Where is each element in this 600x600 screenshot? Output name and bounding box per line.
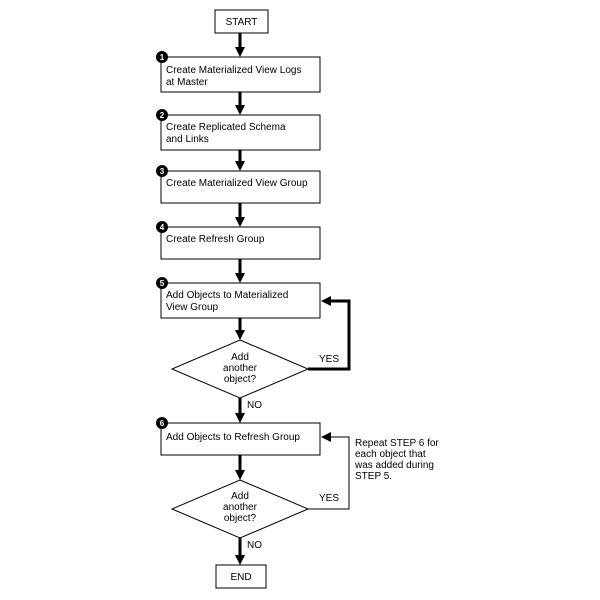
step-number-badge — [156, 165, 168, 177]
decision-2-line-1: Add — [231, 491, 249, 502]
step-number-badge — [156, 417, 168, 429]
step-number: 4 — [160, 223, 165, 232]
step-5-box: 5 Add Objects to Materialized View Group — [156, 277, 321, 319]
step-2-line-2: and Links — [166, 134, 209, 145]
decision-2-line-2: another — [223, 502, 258, 513]
step-6-line-1: Add Objects to Refresh Group — [166, 432, 300, 443]
step-number-badge — [156, 277, 168, 289]
step-number: 2 — [160, 111, 165, 120]
decision-2-yes-label: YES — [319, 493, 339, 504]
step-1-line-1: Create Materialized View Logs — [166, 65, 301, 76]
decision-2-no-label: NO — [247, 540, 262, 551]
decision-2-line-3: object? — [224, 513, 257, 524]
start-node: START — [214, 9, 269, 34]
decision-1-line-3: object? — [224, 374, 257, 385]
start-label: START — [226, 17, 258, 28]
note-line-4: STEP 5. — [355, 471, 392, 482]
step-number: 5 — [160, 279, 165, 288]
note-line-1: Repeat STEP 6 for — [355, 438, 439, 449]
decision-1-yes-label: YES — [319, 354, 339, 365]
step-3-line-1: Create Materialized View Group — [166, 178, 308, 189]
step-1-box: 1 Create Materialized View Logs at Maste… — [156, 51, 321, 93]
end-node: END — [215, 564, 267, 589]
step-5-line-2: View Group — [166, 302, 219, 313]
step-2-line-1: Create Replicated Schema — [166, 122, 286, 133]
step-number: 1 — [160, 53, 165, 62]
step-5-line-1: Add Objects to Materialized — [166, 290, 288, 301]
end-label: END — [230, 572, 251, 583]
step-number-badge — [156, 221, 168, 233]
step-3-box: 3 Create Materialized View Group — [156, 165, 321, 204]
step-6-box: 6 Add Objects to Refresh Group — [156, 417, 321, 456]
decision-1: Add another object? YES NO — [170, 339, 339, 411]
loop-decision-1-yes — [308, 296, 351, 371]
step-1-line-2: at Master — [166, 77, 208, 88]
decision-1-no-label: NO — [247, 400, 262, 411]
decision-1-line-2: another — [223, 363, 258, 374]
step-number: 3 — [160, 167, 165, 176]
note-line-3: was added during — [354, 460, 434, 471]
decision-2: Add another object? YES NO — [170, 479, 339, 551]
note-line-2: each object that — [355, 449, 426, 460]
repeat-note: Repeat STEP 6 for each object that was a… — [354, 438, 439, 482]
connectors — [235, 33, 351, 565]
decision-1-line-1: Add — [231, 352, 249, 363]
step-2-box: 2 Create Replicated Schema and Links — [156, 109, 321, 151]
step-4-line-1: Create Refresh Group — [166, 234, 265, 245]
loop-decision-2-yes — [308, 432, 350, 510]
step-number-badge — [156, 51, 168, 63]
step-4-box: 4 Create Refresh Group — [156, 221, 321, 260]
step-number: 6 — [160, 419, 165, 428]
step-number-badge — [156, 109, 168, 121]
